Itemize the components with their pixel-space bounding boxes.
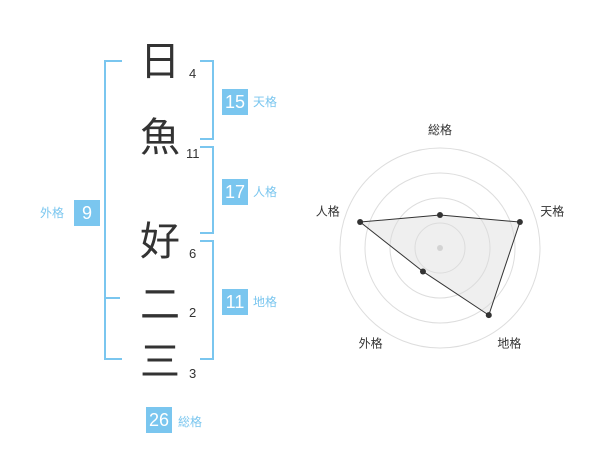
radar-ring <box>414 222 466 274</box>
stroke-count-2: 11 <box>186 146 200 161</box>
jinkaku-bracket <box>200 146 214 234</box>
jinkaku-label: 人格 <box>253 185 278 199</box>
name-char-5: 三 <box>140 339 180 385</box>
radar-point-4 <box>357 219 364 226</box>
name-char-1: 日 <box>140 39 180 85</box>
radar-point-1 <box>516 219 523 226</box>
tenkaku-label: 天格 <box>253 95 278 109</box>
radar-ring <box>364 172 516 324</box>
stroke-count-3: 6 <box>189 246 197 261</box>
stroke-count-4: 2 <box>189 305 197 320</box>
soukaku-value-badge: 26 <box>146 407 172 433</box>
gaikaku-label: 外格 <box>40 206 65 220</box>
gaikaku-bracket-mid <box>104 297 120 299</box>
radar-center <box>437 245 443 251</box>
tenkaku-value-badge: 15 <box>222 89 248 115</box>
radar-axis-label-4: 人格 <box>316 204 340 219</box>
gaikaku-value-badge: 9 <box>74 200 100 226</box>
radar-point-2 <box>485 312 492 319</box>
radar-ring <box>389 197 491 299</box>
soukaku-label: 総格 <box>178 415 203 429</box>
jinkaku-value-badge: 17 <box>222 179 248 205</box>
name-char-4: 二 <box>140 282 180 328</box>
tenkaku-bracket <box>200 60 214 140</box>
chikaku-label: 地格 <box>253 295 278 309</box>
stroke-count-5: 3 <box>189 366 197 381</box>
radar-point-3 <box>419 268 426 275</box>
name-char-2: 魚 <box>140 115 180 161</box>
radar-axis-label-2: 地格 <box>497 335 521 350</box>
gaikaku-bracket <box>104 60 122 360</box>
stroke-count-1: 4 <box>189 66 197 81</box>
radar-axis-label-3: 外格 <box>359 335 383 350</box>
chikaku-bracket <box>200 240 214 360</box>
radar-point-0 <box>437 212 443 218</box>
radar-axis-label-1: 天格 <box>540 204 564 219</box>
name-char-3: 好 <box>140 219 180 265</box>
radar-value-polygon <box>358 214 521 316</box>
chikaku-value-badge: 11 <box>222 289 248 315</box>
radar-axis-label-0: 総格 <box>428 122 452 137</box>
radar-ring <box>339 147 541 349</box>
